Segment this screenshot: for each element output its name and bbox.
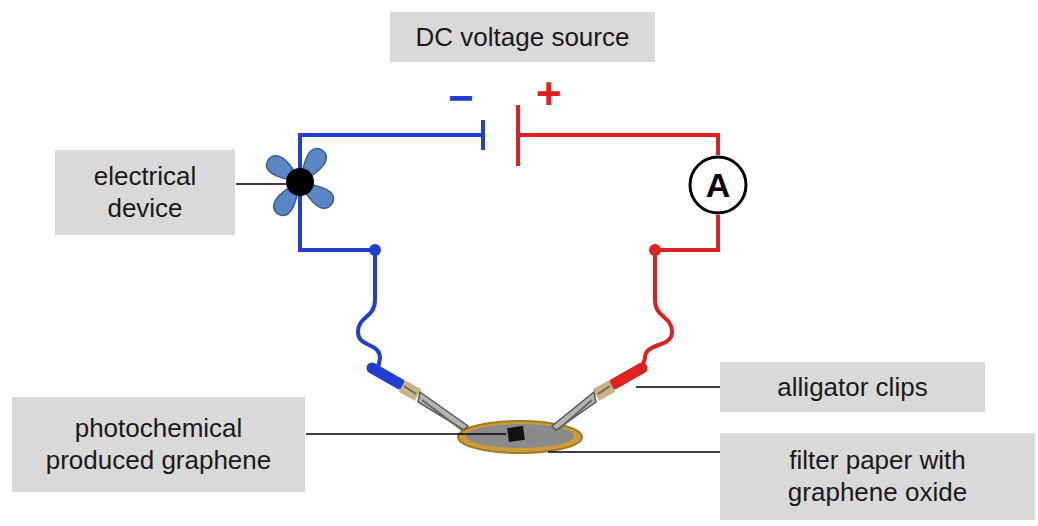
callout-text: photochemical produced graphene bbox=[32, 412, 285, 477]
leader-line bbox=[236, 183, 286, 185]
blue-cable bbox=[358, 250, 380, 368]
leader-line bbox=[306, 433, 506, 435]
callout-text: electrical device bbox=[65, 160, 225, 225]
ammeter-symbol: A bbox=[688, 155, 748, 215]
alligator-clip bbox=[372, 368, 468, 430]
callout-text: filter paper with graphene oxide bbox=[760, 444, 995, 509]
callout-text: alligator clips bbox=[777, 371, 927, 404]
callout-box: alligator clips bbox=[720, 362, 985, 412]
fan-hub bbox=[286, 168, 314, 196]
polarity-minus: − bbox=[448, 76, 474, 120]
title-box: DC voltage source bbox=[390, 12, 655, 62]
alligator-clip bbox=[552, 368, 642, 430]
callout-box: electrical device bbox=[55, 150, 235, 235]
graphene-patch bbox=[507, 426, 525, 442]
fan-symbol bbox=[263, 145, 337, 219]
ammeter-outline bbox=[690, 157, 746, 213]
positive-wire bbox=[518, 135, 718, 155]
positive-wire bbox=[655, 215, 718, 250]
callout-box: filter paper with graphene oxide bbox=[720, 433, 1035, 520]
leader-line bbox=[548, 451, 720, 453]
meter-letter: A bbox=[706, 166, 731, 205]
red-cable bbox=[642, 250, 672, 368]
callout-box: photochemical produced graphene bbox=[12, 397, 305, 492]
polarity-plus: + bbox=[536, 72, 562, 116]
leader-line bbox=[636, 386, 720, 388]
callout-text: DC voltage source bbox=[416, 21, 630, 54]
